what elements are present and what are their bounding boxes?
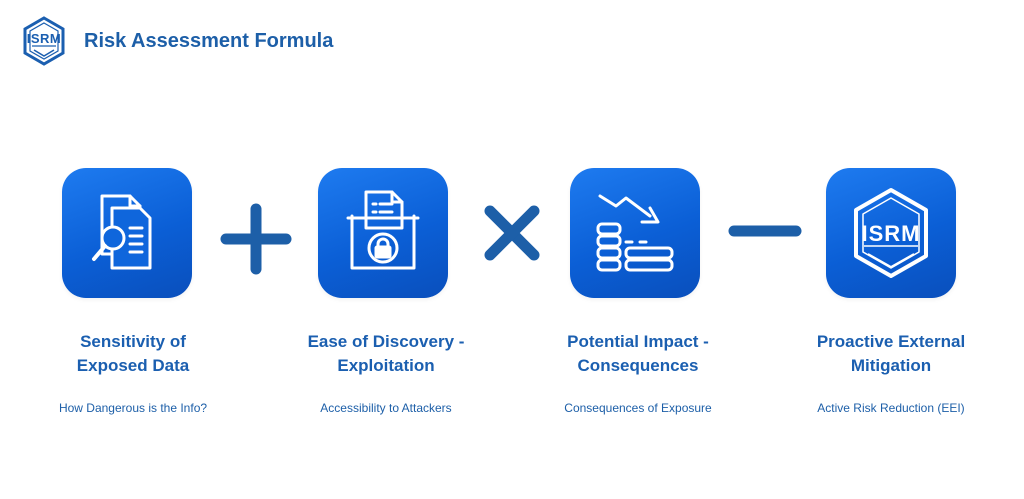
step-subtitle-potential-impact: Consequences of Exposure: [564, 401, 712, 415]
step-title-sensitivity: Sensitivity of Exposed Data: [23, 330, 243, 378]
step-subtitle-proactive-mitigation: Active Risk Reduction (EEI): [817, 401, 965, 415]
isrm-logo-icon: [854, 188, 928, 278]
isrm-logo: ISRM: [22, 16, 66, 66]
plus-operator: [220, 203, 292, 275]
card-potential-impact: [570, 168, 700, 298]
step-title-line: Mitigation: [850, 356, 932, 375]
multiply-icon: [484, 205, 540, 261]
declining-coins-icon: [596, 194, 674, 272]
step-title-line: Exposed Data: [76, 356, 190, 375]
page-title: Risk Assessment Formula: [84, 29, 334, 52]
card-proactive-mitigation: ISRM: [826, 168, 956, 298]
hexagon-logo-icon: [23, 16, 65, 66]
multiply-operator: [482, 203, 542, 263]
step-title-line: Potential Impact -: [567, 332, 709, 351]
logo-text: ISRM: [26, 31, 62, 46]
step-subtitle-sensitivity: How Dangerous is the Info?: [58, 401, 208, 415]
step-title-line: Exploitation: [337, 356, 435, 375]
step-title-proactive-mitigation: Proactive External Mitigation: [781, 330, 1001, 378]
header: ISRM Risk Assessment Formula: [22, 16, 333, 66]
step-title-potential-impact: Potential Impact - Consequences: [528, 330, 748, 378]
minus-operator: [728, 219, 802, 243]
step-subtitle-ease-of-discovery: Accessibility to Attackers: [320, 401, 452, 415]
locked-folder-icon: [346, 190, 420, 270]
step-title-line: Proactive External: [816, 332, 966, 351]
plus-icon: [220, 203, 292, 275]
step-title-ease-of-discovery: Ease of Discovery - Exploitation: [276, 330, 496, 378]
document-search-icon: [92, 194, 152, 270]
minus-icon: [728, 225, 802, 237]
card-sensitivity: [62, 168, 192, 298]
step-title-line: Ease of Discovery -: [307, 332, 465, 351]
step-title-line: Consequences: [577, 356, 699, 375]
step-title-line: Sensitivity of: [80, 332, 186, 351]
card-logo-text: ISRM: [861, 221, 921, 246]
card-ease-of-discovery: [318, 168, 448, 298]
